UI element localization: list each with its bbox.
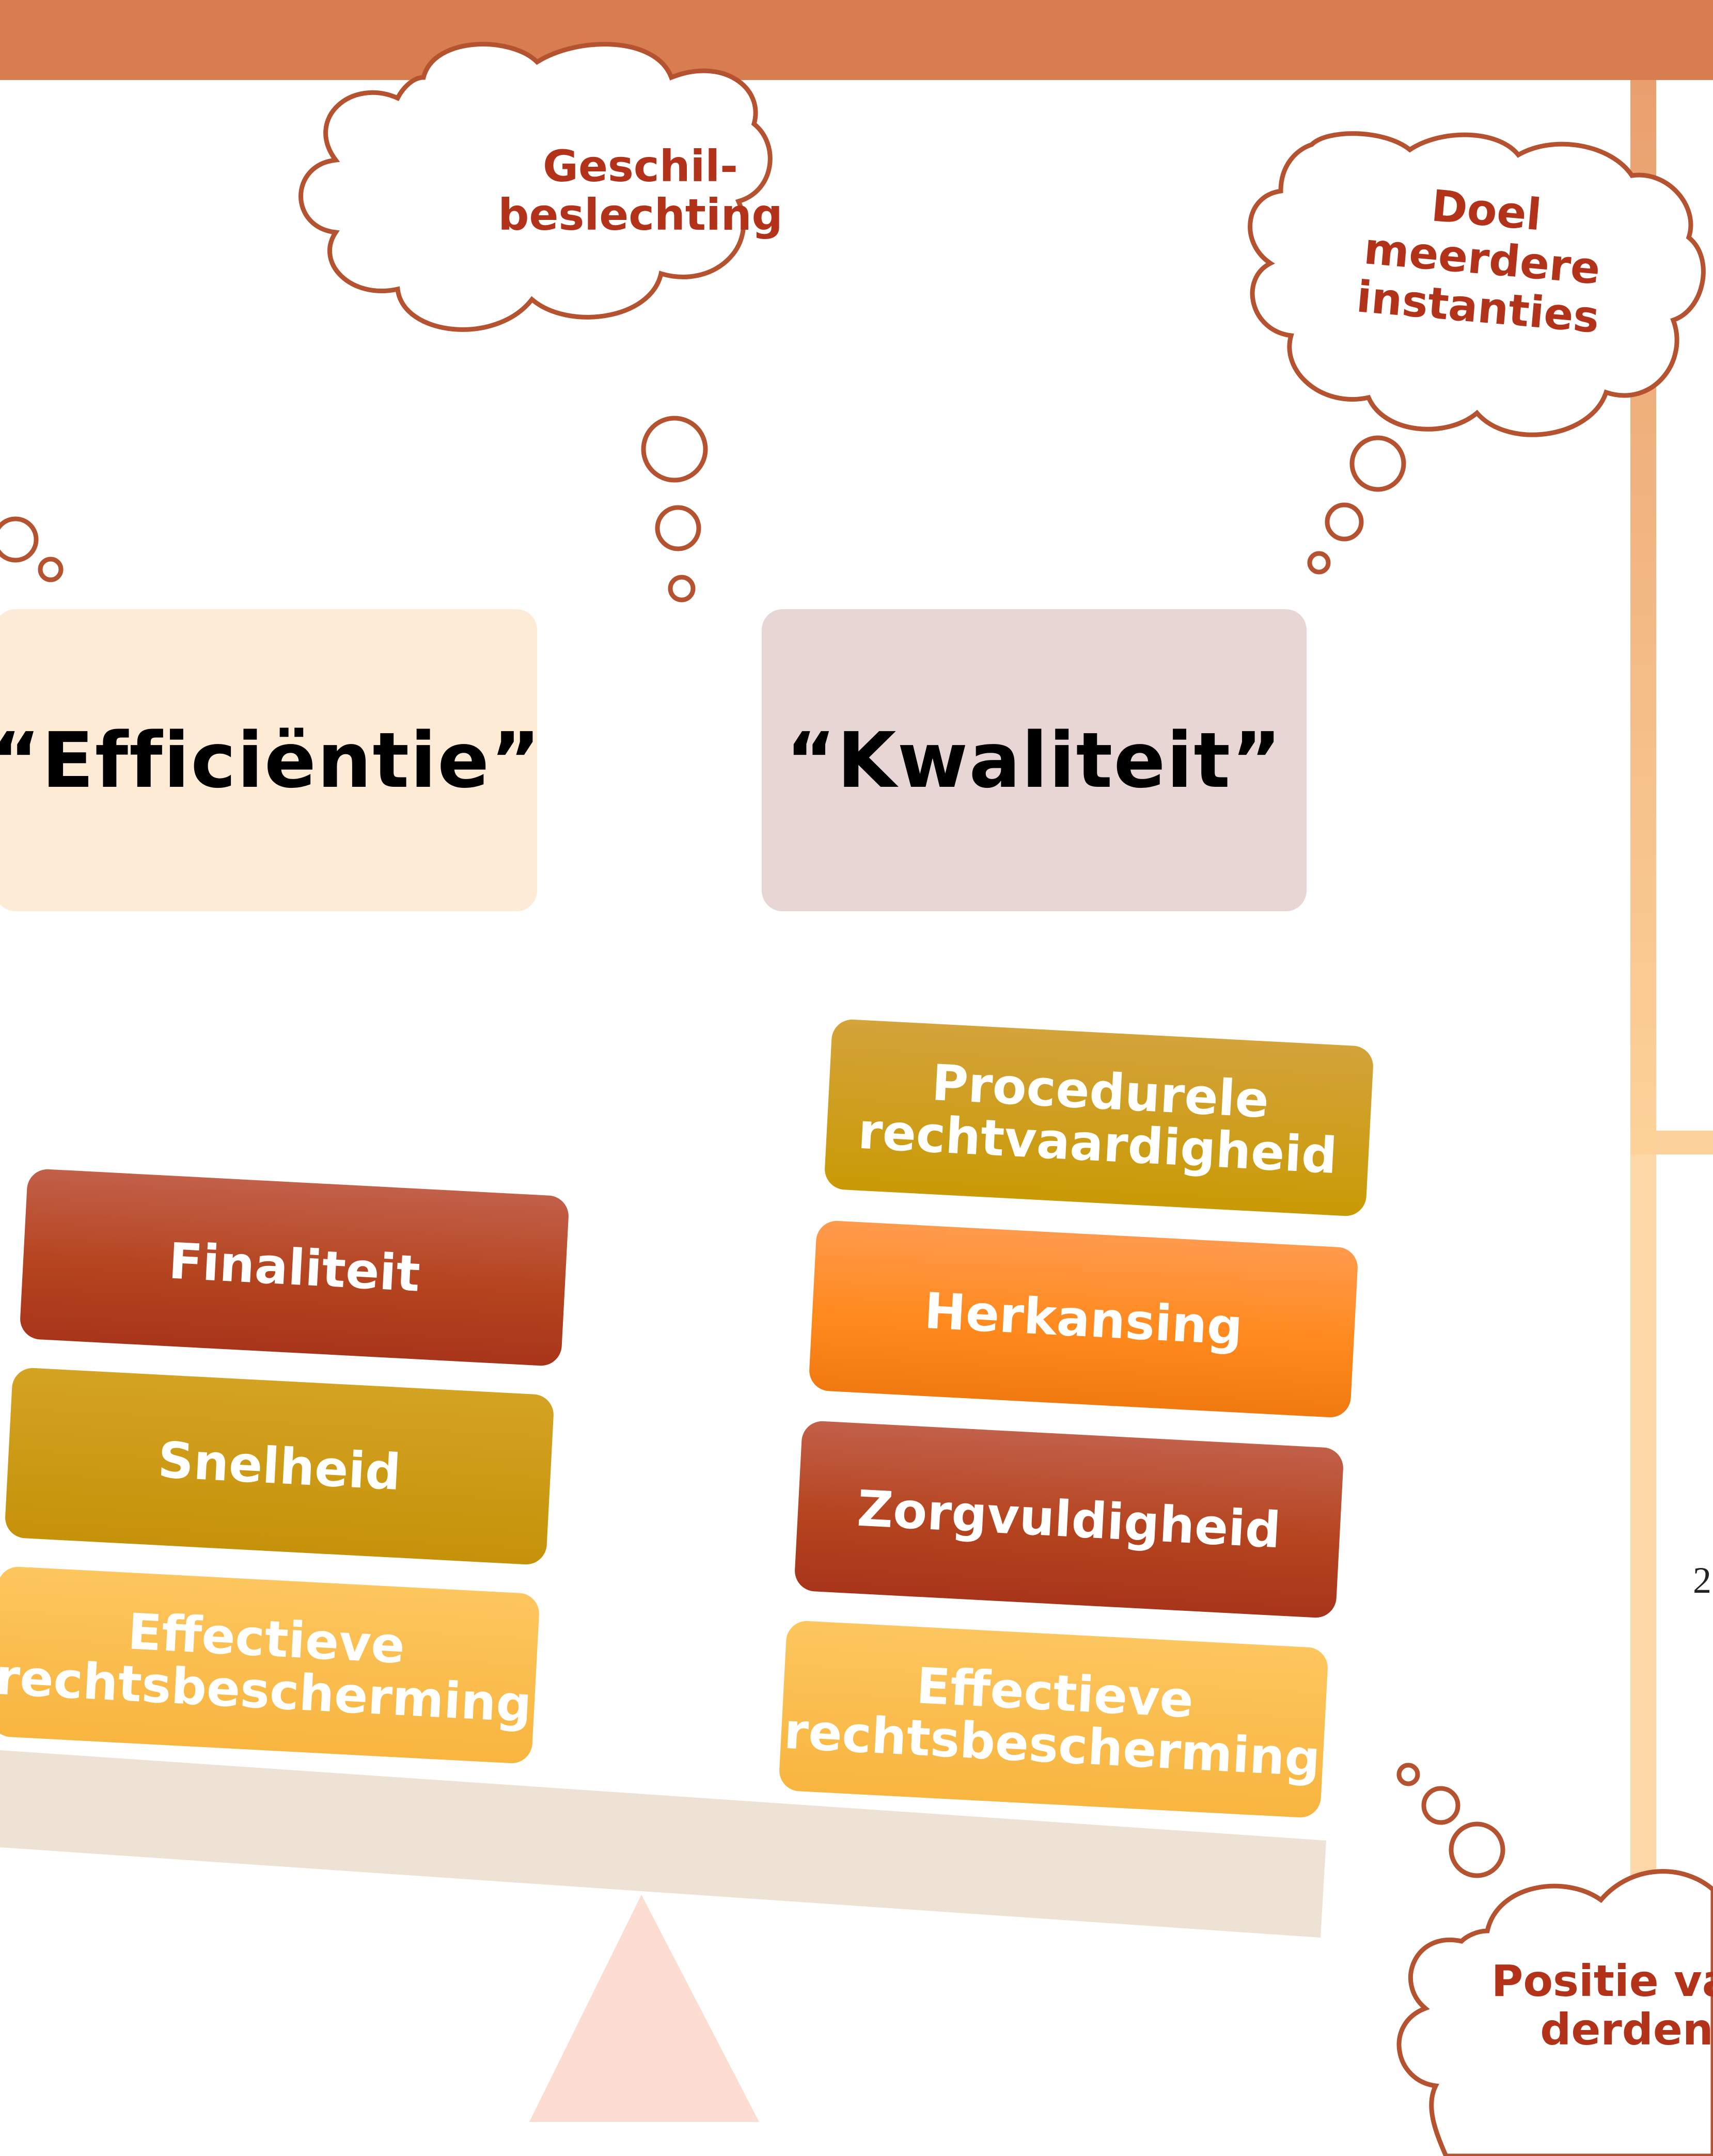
cloud-geschil (298, 42, 773, 332)
right-block-procedurele: Procedurele rechtvaardigheid (824, 1018, 1374, 1217)
right-block-zorgvuldigheid-label: Zorgvuldigheid (856, 1479, 1282, 1559)
right-block-effectieve: Effectieve rechtsbescherming (778, 1620, 1329, 1819)
cloud-doel (1248, 131, 1706, 437)
efficiency-heading-box: “Efficiëntie” (0, 609, 541, 911)
efficiency-heading: “Efficiëntie” (0, 716, 542, 805)
right-block-zorgvuldigheid: Zorgvuldigheid (794, 1420, 1344, 1619)
left-block-finaliteit: Finaliteit (19, 1168, 570, 1367)
quality-heading: “Kwaliteit” (785, 716, 1283, 805)
left-block-snelheid: Snelheid (4, 1367, 555, 1566)
margin-number: 2 (1693, 1560, 1711, 1601)
cloud-positie-line2: derden (1540, 2004, 1713, 2055)
left-block-snelheid-label: Snelheid (156, 1431, 402, 1501)
cloud-positie-line1: Positie van (1491, 1956, 1713, 2006)
right-block-procedurele-label: Procedurele rechtvaardigheid (856, 1054, 1339, 1185)
top-bar (0, 0, 1713, 80)
right-block-herkansing-label: Herkansing (923, 1281, 1244, 1356)
right-horizontal-bar (1656, 1131, 1713, 1154)
quality-heading-box: “Kwaliteit” (762, 609, 1307, 911)
cloud-geschil-line1: Geschil- (543, 141, 738, 192)
left-block-effectieve: Effectieve rechtsbescherming (0, 1565, 540, 1765)
cloud-geschil-text: Geschil- beslechting (465, 142, 816, 239)
balance-beam (0, 1750, 1326, 1938)
right-block-herkansing: Herkansing (808, 1219, 1359, 1419)
fulcrum-triangle (529, 1895, 759, 2122)
cloud-positie (1396, 1869, 1713, 2156)
left-block-effectieve-label: Effectieve rechtsbescherming (0, 1603, 533, 1734)
cloud-positie-text: Positie van derden (1467, 1957, 1713, 2054)
cloud-geschil-line2: beslechting (498, 189, 783, 241)
right-block-effectieve-label: Effectieve rechtsbescherming (782, 1657, 1322, 1788)
left-block-finaliteit-label: Finaliteit (167, 1231, 422, 1303)
